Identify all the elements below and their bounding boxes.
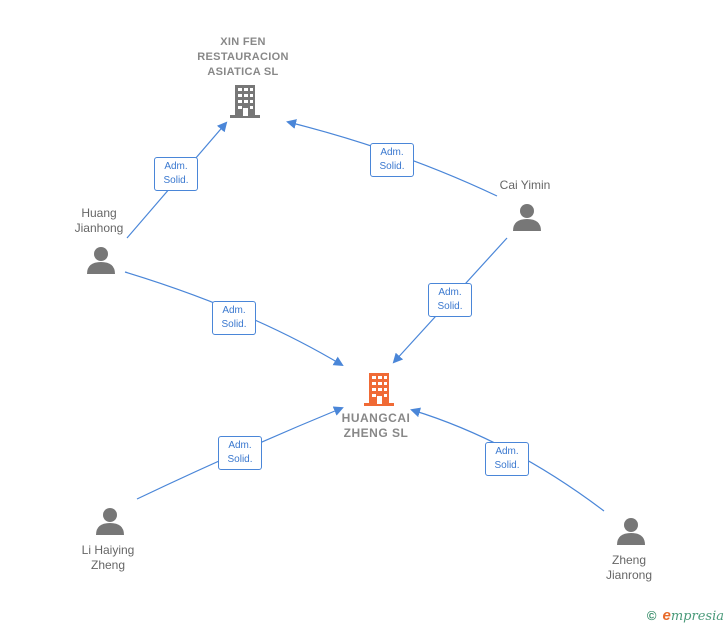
edge-label-cai-huangcai: Adm. Solid. [428, 283, 472, 317]
edge-label-li-huangcai: Adm. Solid. [218, 436, 262, 470]
company-label-huangcai[interactable]: HUANGCAI ZHENG SL [341, 411, 411, 440]
person-label-li[interactable]: Li Haiying Zheng [81, 543, 135, 572]
edge-label-cai-xinfen: Adm. Solid. [370, 143, 414, 177]
edge-label-huang-huangcai: Adm. Solid. [212, 301, 256, 335]
person-label-huang[interactable]: Huang Jianhong [74, 206, 124, 235]
brand-name: mpresia [670, 609, 724, 624]
person-label-zheng[interactable]: Zheng Jianrong [605, 553, 653, 582]
brand-e: e [662, 607, 671, 624]
person-label-cai[interactable]: Cai Yimin [499, 178, 551, 192]
building-icon [230, 84, 260, 118]
edge-label-zheng-huangcai: Adm. Solid. [485, 442, 529, 476]
person-icon-li [96, 508, 124, 535]
building-main-icon [364, 373, 394, 406]
company-label-xinfen[interactable]: XIN FEN RESTAURACION ASIATICA SL [197, 36, 289, 78]
brand-logo: © empresia [647, 607, 724, 624]
person-icon-huang [87, 247, 115, 274]
person-icon-zheng [617, 518, 645, 545]
copyright-symbol: © [646, 608, 657, 623]
person-icon-cai [513, 204, 541, 231]
edge-label-huang-xinfen: Adm. Solid. [154, 157, 198, 191]
